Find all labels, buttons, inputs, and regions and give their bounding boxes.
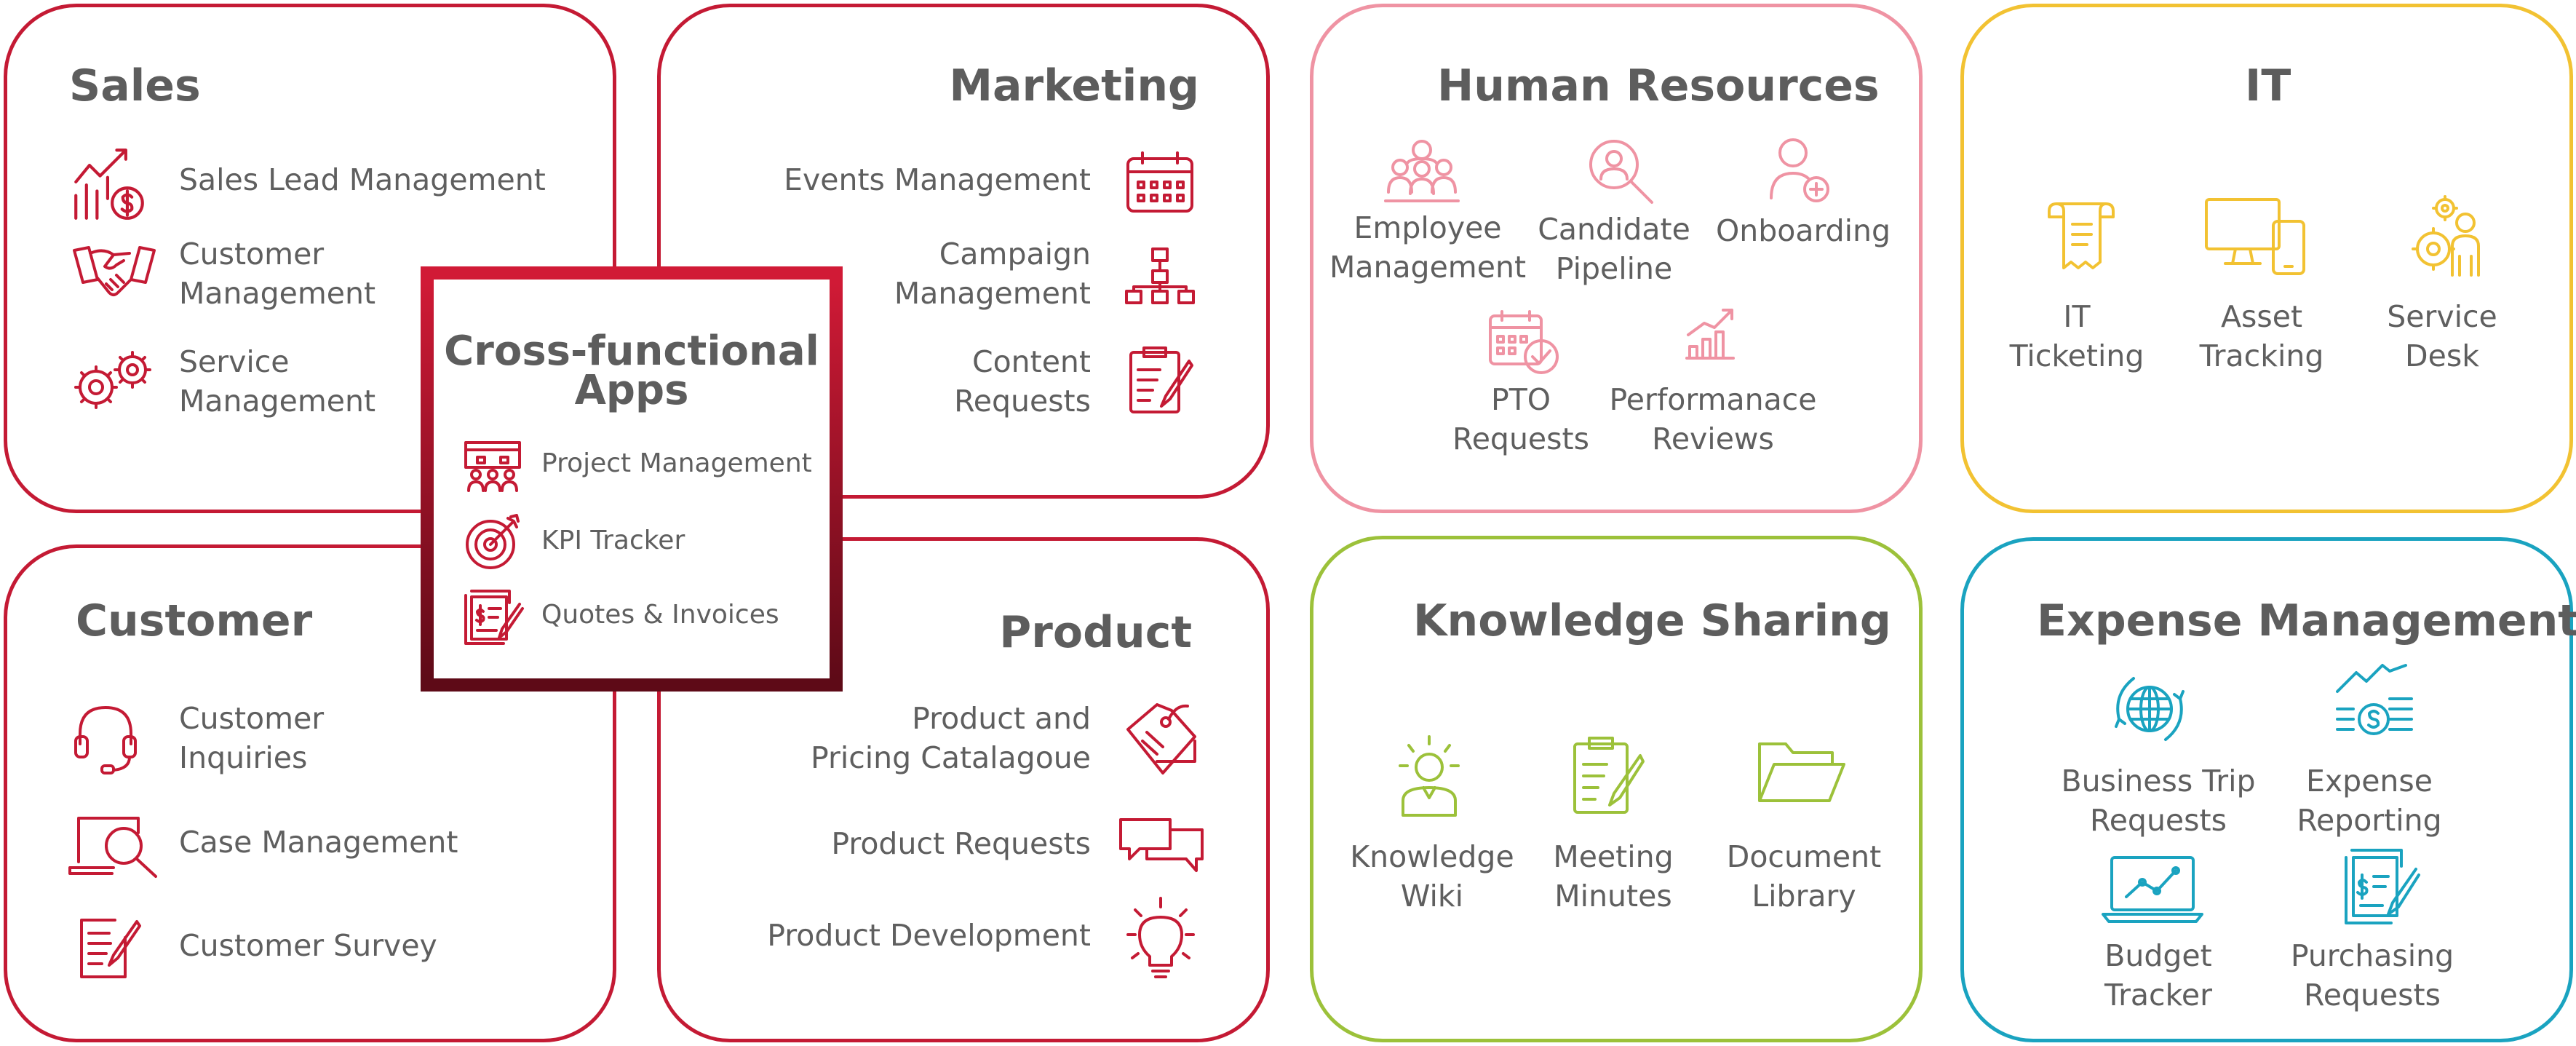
- marketing-title: Marketing: [949, 60, 1199, 111]
- calendar-icon: [1125, 150, 1195, 214]
- hr-item-label: Candidate Pipeline: [1538, 212, 1690, 286]
- sales-title: Sales: [69, 60, 201, 111]
- it-title: IT: [2245, 60, 2291, 111]
- hr-item-label: Performanace Reviews: [1609, 382, 1817, 456]
- knowledge-item-label: Document Library: [1726, 839, 1882, 914]
- candidate-search-icon: [1586, 137, 1656, 207]
- expense-item-label: Budget Tracker: [2104, 938, 2212, 1013]
- survey-icon: [79, 916, 141, 981]
- it-item-label: IT Ticketing: [2009, 299, 2144, 373]
- quote-document-icon: [463, 588, 524, 646]
- expense-item-label: Business Trip Requests: [2061, 764, 2256, 838]
- expense-panel: Expense Management: [1960, 537, 2576, 1042]
- sales-item-label: Sales Lead Management: [179, 162, 546, 197]
- customer-title: Customer: [76, 595, 313, 646]
- it-item-label: Service Desk: [2387, 299, 2497, 373]
- presentation-board-icon: [463, 440, 522, 494]
- customer-item-label: Customer Survey: [179, 928, 437, 963]
- receipt-icon: [2046, 201, 2116, 272]
- customer-item-label: Customer Inquiries: [179, 701, 325, 775]
- handshake-icon: [71, 240, 157, 307]
- product-item-label: Product and Pricing Catalagoue: [810, 701, 1091, 775]
- product-item-label: Product Requests: [831, 826, 1091, 861]
- marketing-item-label: Campaign Management: [894, 237, 1091, 311]
- laptop-search-icon: [68, 814, 160, 878]
- cross-functional-item-label: Project Management: [541, 448, 812, 478]
- marketing-item-label: Events Management: [784, 162, 1091, 197]
- it-item-label: Asset Tracking: [2199, 299, 2324, 373]
- headset-icon: [73, 703, 138, 776]
- price-tag-icon: [1125, 700, 1198, 776]
- lightbulb-icon: [1118, 895, 1204, 981]
- org-chart-icon: [1124, 247, 1196, 306]
- product-item-label: Product Development: [767, 918, 1091, 953]
- service-person-icon: [2409, 194, 2486, 280]
- sales-item-label: Service Management: [179, 344, 376, 419]
- money-chart-icon: [2331, 662, 2416, 742]
- invoice-icon: [2340, 847, 2420, 926]
- clipboard-edit-icon: [1128, 345, 1193, 415]
- product-title: Product: [999, 607, 1192, 658]
- gears-icon: [71, 348, 154, 413]
- sales-panel: Sales: [4, 4, 616, 513]
- hr-item-label: Employee Management: [1329, 210, 1527, 285]
- team-icon: [1384, 138, 1460, 204]
- knowledge-title: Knowledge Sharing: [1413, 595, 1891, 646]
- target-icon: [464, 514, 521, 571]
- cross-functional-item-label: KPI Tracker: [541, 526, 685, 555]
- cross-functional-item-label: Quotes & Invoices: [541, 600, 779, 630]
- calendar-check-icon: [1487, 309, 1562, 374]
- marketing-item-label: Content Requests: [954, 344, 1091, 419]
- devices-icon: [2203, 197, 2308, 277]
- folder-icon: [1757, 740, 1847, 805]
- globe-icon: [2110, 670, 2189, 748]
- knowledge-item-label: Meeting Minutes: [1553, 839, 1674, 914]
- sales-chart-icon: [71, 146, 147, 221]
- laptop-chart-icon: [2100, 853, 2205, 924]
- idea-person-icon: [1394, 734, 1464, 818]
- hr-panel: Human Resources: [1310, 4, 1923, 513]
- knowledge-item-label: Knowledge Wiki: [1350, 839, 1514, 914]
- chat-bubbles-icon: [1118, 815, 1205, 875]
- expense-title: Expense Management: [2037, 595, 2576, 646]
- expense-item-label: Expense Reporting: [2297, 764, 2442, 838]
- hr-item-label: PTO Requests: [1452, 382, 1589, 456]
- hr-title: Human Resources: [1437, 60, 1880, 111]
- hr-item-label: Onboarding: [1715, 213, 1891, 248]
- notepad-icon: [1572, 735, 1645, 815]
- cross-functional-title: Cross-functional Apps: [444, 328, 819, 414]
- sales-item-label: Customer Management: [179, 237, 376, 311]
- add-user-icon: [1768, 135, 1832, 205]
- customer-item-label: Case Management: [179, 825, 458, 860]
- growth-chart-icon: [1684, 306, 1736, 361]
- expense-item-label: Purchasing Requests: [2290, 938, 2454, 1013]
